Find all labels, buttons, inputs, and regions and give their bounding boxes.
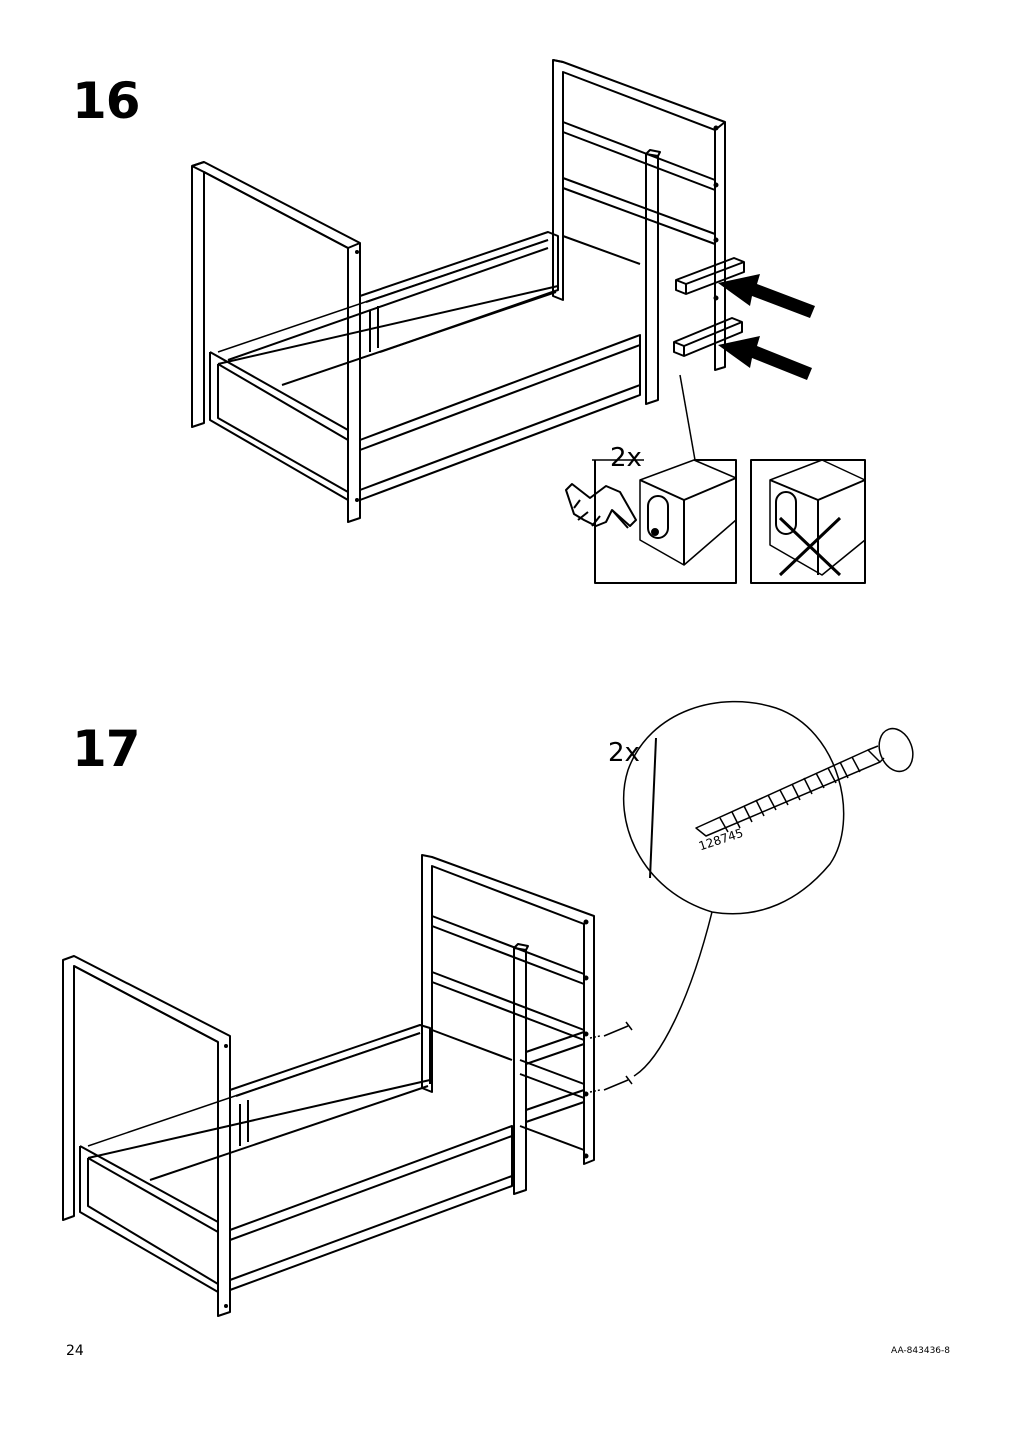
page-number: 24 [66, 1343, 84, 1359]
correct-orientation-icon [595, 460, 736, 583]
wrong-orientation-icon [751, 460, 865, 583]
step-17-number: 17 [72, 720, 141, 778]
step-17-quantity: 2x [608, 738, 640, 768]
screw-icon [590, 1022, 632, 1092]
step-16-illustration [0, 0, 1012, 700]
screw-icon [696, 724, 919, 836]
document-code: AA-843436-8 [891, 1346, 950, 1356]
crossbar-icon [674, 258, 744, 356]
step-16-quantity: 2x [610, 443, 642, 473]
push-arrow-icon [718, 274, 815, 380]
press-hand-icon [566, 484, 636, 528]
bed-frame-icon [63, 855, 594, 1316]
bed-frame-icon [192, 60, 744, 522]
step-16-number: 16 [72, 72, 141, 130]
